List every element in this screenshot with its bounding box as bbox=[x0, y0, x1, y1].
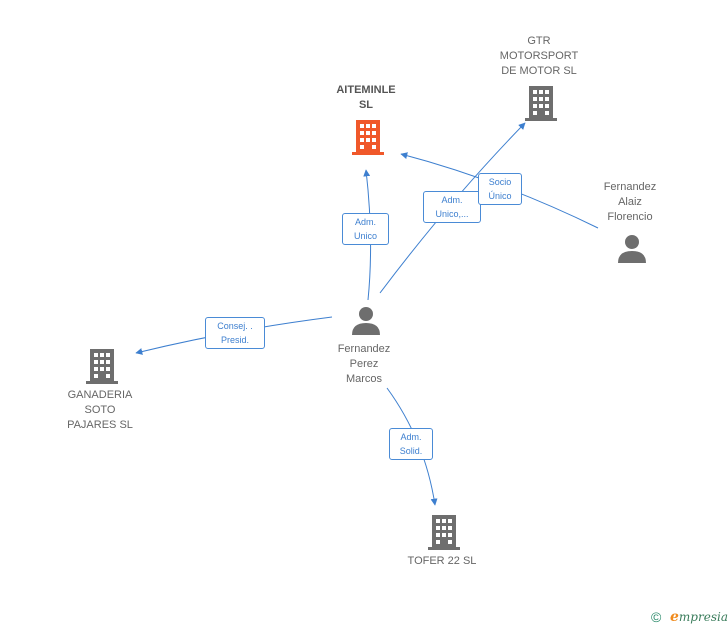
node-label-aiteminle[interactable]: AITEMINLE SL bbox=[336, 84, 396, 111]
edge-label-consej-presid: Consej. . Presid. bbox=[205, 317, 265, 349]
person-icon bbox=[352, 307, 380, 335]
edge-label-adm-solid: Adm. Solid. bbox=[389, 428, 433, 460]
edge-label-socio-unico: Socio Único bbox=[478, 173, 522, 205]
empresia-logo[interactable]: empresia bbox=[670, 609, 728, 625]
person-icon bbox=[618, 235, 646, 263]
building-icon bbox=[352, 120, 384, 155]
node-label-ganaderia[interactable]: GANADERIA SOTO PAJARES SL bbox=[67, 389, 133, 431]
building-icon bbox=[428, 515, 460, 550]
node-label-tofer[interactable]: TOFER 22 SL bbox=[407, 555, 477, 567]
node-label-fernandez-perez[interactable]: Fernandez Perez Marcos bbox=[337, 343, 391, 385]
node-label-gtr-motorsport[interactable]: GTR MOTORSPORT DE MOTOR SL bbox=[499, 35, 579, 77]
edge-label-adm-unico: Adm. Unico bbox=[342, 213, 389, 245]
building-icon bbox=[86, 349, 118, 384]
brand-initial: e bbox=[670, 609, 679, 625]
building-icon bbox=[525, 86, 557, 121]
node-label-fernandez-alaiz[interactable]: Fernandez Alaiz Florencio bbox=[603, 181, 657, 223]
brand-name: mpresia bbox=[678, 610, 728, 624]
copyright-symbol: © bbox=[651, 609, 662, 625]
edge-label-adm-unico-gtr: Adm. Unico,... bbox=[423, 191, 481, 223]
